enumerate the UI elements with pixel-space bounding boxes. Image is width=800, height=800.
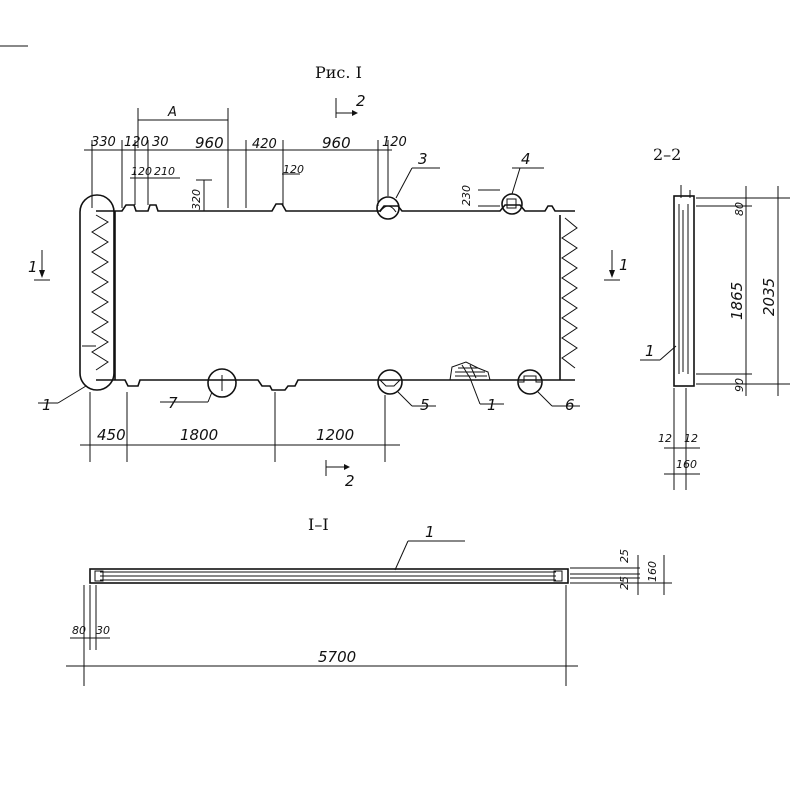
- callout-6-label: 6: [565, 396, 575, 414]
- section-2-2-body: [673, 195, 695, 387]
- dim-small-120-mid: 120: [283, 163, 304, 176]
- dim-1-1-5700: 5700: [318, 648, 356, 666]
- dim-1-1-25-top: 25: [618, 549, 631, 563]
- callout-5-label: 5: [420, 396, 430, 414]
- section-1-1: I–I 1 25 25 160 80 30 5700: [66, 515, 672, 686]
- plan-small-dims: 120 210 320 120 230: [130, 163, 500, 211]
- dim-2-2-160: 160: [676, 458, 697, 471]
- callout-6-circle: [517, 369, 543, 395]
- dim-2-2-90: 90: [733, 378, 746, 392]
- section-mark-1-left-label: 1: [28, 258, 38, 276]
- dim-bottom-450: 450: [97, 426, 126, 444]
- callout-7-circle: [207, 368, 237, 398]
- dim-top-420: 420: [252, 137, 277, 152]
- dim-2-2-1865: 1865: [728, 282, 746, 320]
- callout-4-label: 4: [521, 150, 531, 168]
- dim-top-960-left: 960: [195, 134, 224, 152]
- dim-bottom-1800: 1800: [180, 426, 218, 444]
- callout-3-circle: [376, 196, 400, 220]
- hatched-patch: [449, 361, 491, 381]
- dim-2-2-2035: 2035: [760, 278, 778, 316]
- callout-7-label: 7: [168, 394, 178, 412]
- section-mark-1-left: 1: [28, 250, 50, 281]
- plan-bottom-edge: [96, 379, 575, 391]
- plan-callouts: 1 3 4 7 5 1 6: [38, 150, 580, 414]
- plan-bottom-dim-chain: 450 1800 1200: [80, 392, 400, 462]
- dim-small-210: 210: [154, 165, 175, 178]
- section-mark-2-top: 2: [335, 92, 366, 118]
- section-1-1-right-insert: [553, 570, 563, 582]
- dim-top-120: 120: [124, 135, 149, 150]
- section-mark-2-top-label: 2: [356, 92, 366, 110]
- callout-3-detail: [379, 205, 397, 213]
- section-mark-2-bottom-label: 2: [345, 472, 355, 490]
- dim-bottom-1200: 1200: [316, 426, 354, 444]
- section-mark-1-right-label: 1: [619, 256, 629, 274]
- dim-1-1-160: 160: [646, 561, 659, 582]
- section-mark-2-bottom: 2: [325, 460, 355, 490]
- dim-top-960-right: 960: [322, 134, 351, 152]
- plan-top-edge: [96, 203, 575, 212]
- callout-5-circle: [377, 369, 403, 395]
- plan-top-dim-chain: А 330 120 30 960 420 960 120: [84, 105, 407, 208]
- dim-2-2-12-left: 12: [658, 432, 672, 445]
- left-zigzag: [91, 214, 109, 371]
- left-end-capsule: [79, 194, 115, 391]
- callout-4-detail: [506, 198, 517, 209]
- section-1-1-body: [89, 568, 569, 584]
- right-zigzag: [561, 217, 578, 369]
- dim-1-1-30: 30: [96, 624, 110, 637]
- section-mark-1-right: 1: [604, 250, 629, 281]
- section-2-2: 2–2 80 1865 2035 90 1 12 12 160: [640, 145, 790, 490]
- section-1-1-title: I–I: [308, 515, 329, 534]
- callout-5-detail: [379, 379, 401, 387]
- dim-top-30: 30: [152, 135, 169, 150]
- dim-1-1-25-bottom: 25: [618, 576, 631, 590]
- callout-3-label: 3: [418, 150, 428, 168]
- plan-view: 2 2 1 1: [28, 92, 629, 490]
- dim-A-label: А: [167, 105, 177, 120]
- dim-top-120-right: 120: [382, 135, 407, 150]
- section-2-2-callout-label: 1: [645, 342, 655, 360]
- callout-4-circle: [501, 193, 523, 215]
- dim-small-230: 230: [460, 185, 473, 206]
- dim-2-2-80: 80: [733, 202, 746, 216]
- dim-small-320: 320: [190, 189, 203, 210]
- callout-1-left-label: 1: [42, 396, 52, 414]
- dim-small-120: 120: [131, 165, 152, 178]
- dim-2-2-12-right: 12: [684, 432, 698, 445]
- callout-1-lower-label: 1: [487, 396, 497, 414]
- dim-1-1-80: 80: [72, 624, 86, 637]
- section-2-2-title: 2–2: [653, 145, 681, 164]
- section-1-1-left-insert: [94, 570, 104, 582]
- section-1-1-callout-label: 1: [425, 523, 435, 541]
- dim-top-330: 330: [91, 135, 116, 150]
- callout-6-detail: [519, 375, 541, 383]
- figure-title: Рис. I: [315, 63, 362, 82]
